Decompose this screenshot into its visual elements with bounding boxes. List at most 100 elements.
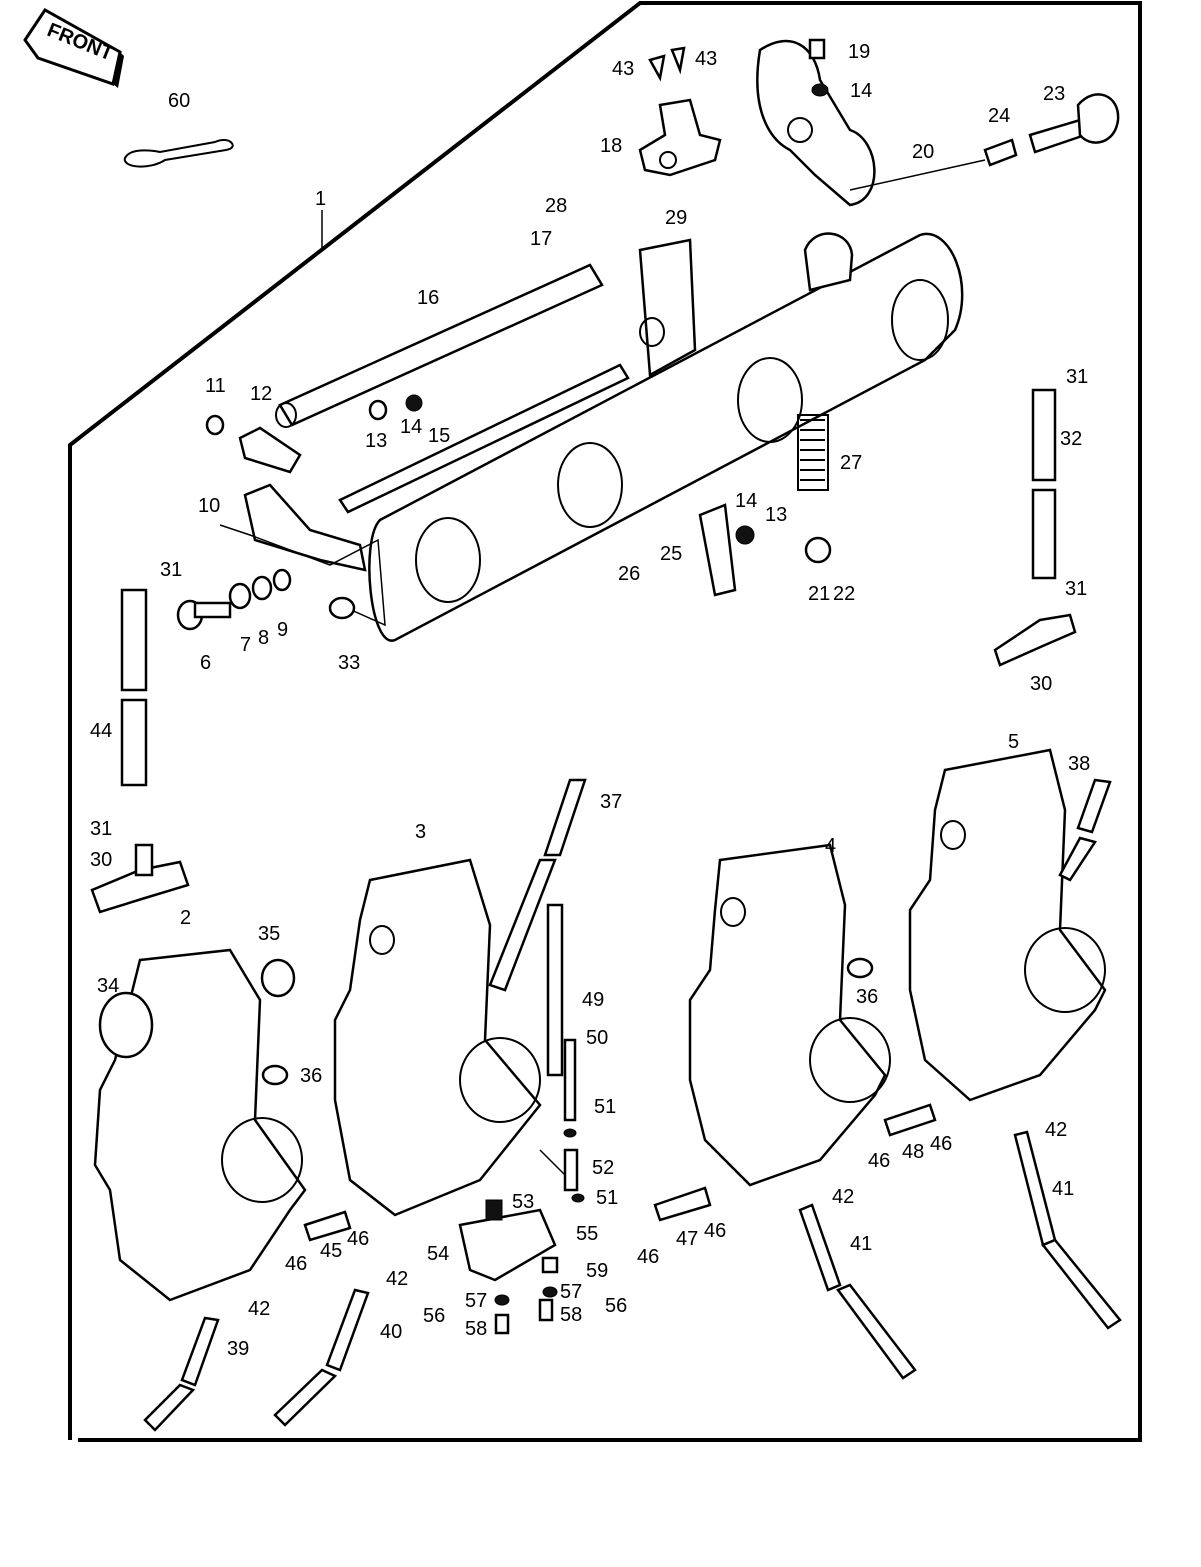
callout-36a: 36 xyxy=(856,986,878,1008)
callout-34: 34 xyxy=(97,975,119,997)
callout-8: 8 xyxy=(258,627,269,649)
callout-14a: 14 xyxy=(850,80,872,102)
callout-3: 3 xyxy=(415,821,426,843)
callout-31c: 31 xyxy=(160,559,182,581)
part-60-clip xyxy=(123,139,234,168)
callout-51b: 51 xyxy=(596,1187,618,1209)
callout-53: 53 xyxy=(512,1191,534,1213)
part-27-spring xyxy=(797,414,829,491)
callout-22: 22 xyxy=(833,583,855,605)
callout-43a: 43 xyxy=(612,58,634,80)
callout-30a: 30 xyxy=(1030,673,1052,695)
callout-4: 4 xyxy=(825,835,836,857)
callout-11: 11 xyxy=(205,375,226,397)
callout-48: 48 xyxy=(902,1141,924,1163)
callout-24: 24 xyxy=(988,105,1010,127)
callout-13a: 13 xyxy=(365,430,387,452)
callout-15: 15 xyxy=(428,425,450,447)
callout-58a: 58 xyxy=(465,1318,487,1340)
callout-56a: 56 xyxy=(423,1305,445,1327)
callout-14b: 14 xyxy=(400,416,422,438)
callout-30b: 30 xyxy=(90,849,112,871)
callout-6: 6 xyxy=(200,652,211,674)
small-hardware xyxy=(176,394,832,631)
callout-35: 35 xyxy=(258,923,280,945)
float-bowl-components xyxy=(458,903,585,1335)
callout-44: 44 xyxy=(90,720,112,742)
callout-31b: 31 xyxy=(1065,578,1087,600)
callout-60: 60 xyxy=(168,90,190,112)
callout-9: 9 xyxy=(277,619,288,641)
callout-31a: 31 xyxy=(1066,366,1088,388)
callout-47: 47 xyxy=(676,1228,698,1250)
callout-52: 52 xyxy=(592,1157,614,1179)
carburetor-4 xyxy=(688,843,891,1187)
tubes-and-hoses xyxy=(143,778,1122,1432)
callout-55: 55 xyxy=(576,1223,598,1245)
callout-12: 12 xyxy=(250,383,272,405)
callout-49: 49 xyxy=(582,989,604,1011)
callout-14c: 14 xyxy=(735,490,757,512)
callout-26: 26 xyxy=(618,563,640,585)
callout-57a: 57 xyxy=(560,1281,582,1303)
callout-43b: 43 xyxy=(695,48,717,70)
carburetor-2 xyxy=(93,948,307,1302)
callout-46b: 46 xyxy=(347,1228,369,1250)
callout-labels: 60 1 43 43 19 14 18 20 24 23 28 29 17 16… xyxy=(90,41,1090,1360)
callout-46c: 46 xyxy=(637,1246,659,1268)
callout-19: 19 xyxy=(848,41,870,63)
callout-42d: 42 xyxy=(248,1298,270,1320)
callout-40: 40 xyxy=(380,1321,402,1343)
callout-57b: 57 xyxy=(465,1290,487,1312)
levers xyxy=(219,426,737,627)
callout-39: 39 xyxy=(227,1338,249,1360)
callout-29: 29 xyxy=(665,207,687,229)
callout-2: 2 xyxy=(180,907,191,929)
callout-1: 1 xyxy=(315,188,326,210)
callout-13b: 13 xyxy=(765,504,787,526)
callout-18: 18 xyxy=(600,135,622,157)
carburetor-5 xyxy=(908,748,1107,1102)
callout-17: 17 xyxy=(530,228,552,250)
callout-42a: 42 xyxy=(1045,1119,1067,1141)
callout-46e: 46 xyxy=(868,1150,890,1172)
callout-45: 45 xyxy=(320,1240,342,1262)
callout-58b: 58 xyxy=(560,1304,582,1326)
mounting-plate xyxy=(368,232,964,642)
callout-46d: 46 xyxy=(704,1220,726,1242)
callout-42c: 42 xyxy=(386,1268,408,1290)
callout-41a: 41 xyxy=(1052,1178,1074,1200)
callout-46f: 46 xyxy=(930,1133,952,1155)
callout-38: 38 xyxy=(1068,753,1090,775)
throttle-shaft xyxy=(275,263,630,514)
callout-23: 23 xyxy=(1043,83,1065,105)
callout-42b: 42 xyxy=(832,1186,854,1208)
callout-50: 50 xyxy=(586,1027,608,1049)
callout-10: 10 xyxy=(198,495,220,517)
assembly-frame xyxy=(68,1,1142,1442)
callout-28: 28 xyxy=(545,195,567,217)
callout-20: 20 xyxy=(912,141,934,163)
callout-46a: 46 xyxy=(285,1253,307,1275)
callout-59: 59 xyxy=(586,1260,608,1282)
callout-5: 5 xyxy=(1008,731,1019,753)
callout-56b: 56 xyxy=(605,1295,627,1317)
callout-7: 7 xyxy=(240,634,251,656)
callout-32: 32 xyxy=(1060,428,1082,450)
callout-25: 25 xyxy=(660,543,682,565)
callout-21: 21 xyxy=(808,583,830,605)
callout-36b: 36 xyxy=(300,1065,322,1087)
callout-27: 27 xyxy=(840,452,862,474)
callout-41b: 41 xyxy=(850,1233,872,1255)
callout-54: 54 xyxy=(427,1243,449,1265)
callout-51a: 51 xyxy=(594,1096,616,1118)
callout-16: 16 xyxy=(417,287,439,309)
linkage-brackets xyxy=(638,38,1120,207)
callout-31d: 31 xyxy=(90,818,112,840)
callout-33: 33 xyxy=(338,652,360,674)
callout-37: 37 xyxy=(600,791,622,813)
hoses-and-fittings xyxy=(90,388,1077,914)
carburetor-3 xyxy=(333,858,542,1217)
front-direction-badge: FRONT xyxy=(23,8,124,88)
